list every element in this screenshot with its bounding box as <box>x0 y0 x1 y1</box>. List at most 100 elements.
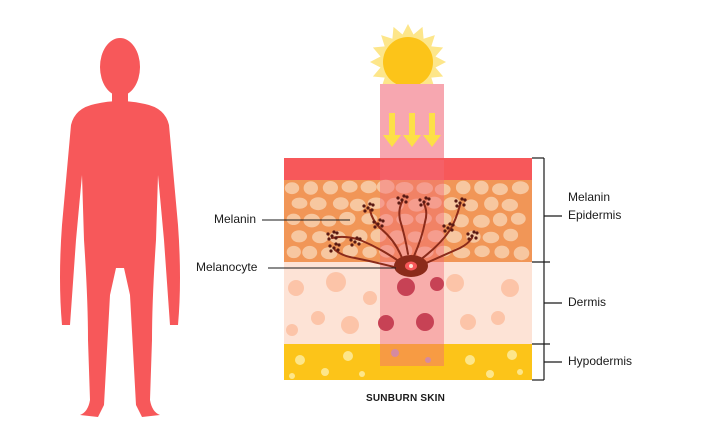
epidermis-cell <box>474 245 490 258</box>
epidermis-cell <box>379 214 394 226</box>
melanin-granule <box>335 231 339 235</box>
melanin-granule <box>460 197 464 201</box>
epidermis-cell <box>303 213 321 228</box>
melanin-granule <box>474 236 478 240</box>
epidermis-cell <box>455 180 471 195</box>
melanin-granule <box>373 225 377 229</box>
melanin-granule <box>328 244 332 248</box>
epidermis-cell <box>494 245 510 259</box>
epidermis-cell <box>360 180 377 194</box>
melanin-granule <box>334 236 338 240</box>
melanin-granule <box>326 232 330 236</box>
sunburn-layer <box>284 158 532 180</box>
epidermis-cell <box>370 229 387 243</box>
dermis-label: Dermis <box>568 295 606 309</box>
melanin-granule <box>366 206 370 210</box>
hypodermis-label: Hypodermis <box>568 354 633 368</box>
melanin-granule <box>466 232 470 236</box>
melanocyte-label: Melanocyte <box>196 260 258 274</box>
epidermis-cell <box>376 179 395 194</box>
epidermis-cell <box>416 182 434 195</box>
diagram-caption: SUNBURN SKIN <box>366 393 446 404</box>
epidermis-cell <box>312 231 329 244</box>
melanin-granule <box>380 224 384 228</box>
epidermis-cell <box>503 228 519 242</box>
uv-arrow-icon <box>383 113 441 147</box>
melanin-granule <box>353 240 357 244</box>
epidermis-cell <box>321 215 337 227</box>
epidermis-cell <box>291 197 308 209</box>
epidermis-cell <box>415 212 432 225</box>
epidermis-cell <box>291 230 307 243</box>
epidermis-cell <box>362 246 377 258</box>
melanin-granule <box>422 200 426 204</box>
melanin-granule <box>450 228 454 232</box>
melanin-granule <box>419 203 423 207</box>
epidermis-cell <box>309 197 327 211</box>
epidermis-cell <box>349 198 366 212</box>
melanin-granule <box>381 219 385 223</box>
melanin-label-left: Melanin <box>214 212 257 226</box>
epidermis-cell <box>443 197 461 211</box>
melanin-granule <box>336 248 340 252</box>
epidermis-cell <box>492 212 508 227</box>
melanin-granule <box>372 220 376 224</box>
epidermis-cell <box>332 197 349 210</box>
epidermis-cell <box>492 183 508 196</box>
melanin-granule <box>332 230 336 234</box>
melanin-label-right: Melanin <box>568 190 611 204</box>
epidermis-cell <box>286 245 301 259</box>
epidermis-cell <box>446 230 462 243</box>
melanin-granule <box>443 229 447 233</box>
epidermis-cell <box>464 199 479 212</box>
epidermis-cell <box>513 246 530 261</box>
melanin-granule <box>470 234 474 238</box>
epidermis-cell <box>395 182 414 194</box>
melanin-granule <box>358 237 362 241</box>
epidermis-cell <box>379 245 395 258</box>
melanin-granule <box>371 203 375 207</box>
epidermis-cell <box>510 212 526 225</box>
melanin-granule <box>448 222 452 226</box>
melanin-granule <box>332 246 336 250</box>
melanin-granule <box>349 238 353 242</box>
epidermis-cell <box>339 211 356 226</box>
epidermis-cell <box>434 183 451 196</box>
melanin-granule <box>451 223 455 227</box>
melanin-granule <box>337 243 341 247</box>
epidermis-cell <box>284 182 300 195</box>
melanin-granule <box>402 194 406 198</box>
epidermis-cell <box>302 245 318 260</box>
epidermis-cell <box>511 181 529 195</box>
melanin-granule <box>378 218 382 222</box>
melanin-granule <box>357 242 361 246</box>
melanin-granule <box>334 242 338 246</box>
melanin-granule <box>400 198 404 202</box>
sun-icon <box>370 24 446 100</box>
melanin-granule <box>472 230 476 234</box>
epidermis-cell <box>286 213 301 225</box>
epidermis-cell <box>322 181 338 195</box>
melanin-granule <box>327 237 331 241</box>
melanin-granule <box>442 224 446 228</box>
melanin-granule <box>467 237 471 241</box>
melanin-granule <box>455 204 459 208</box>
melanin-granules <box>326 194 479 253</box>
dermis-spots <box>286 272 519 336</box>
melanin-granule <box>458 201 462 205</box>
melanin-granule <box>446 226 450 230</box>
melanin-granule <box>397 201 401 205</box>
hypodermis-spots <box>289 350 523 379</box>
epidermis-cell <box>482 231 500 244</box>
melanin-granule <box>463 198 467 202</box>
melanin-granule <box>462 203 466 207</box>
epidermis-cell <box>501 198 518 212</box>
epidermis-cell <box>321 247 338 260</box>
epidermis-cell <box>474 180 489 195</box>
melanin-granule <box>475 231 479 235</box>
melanin-granule <box>363 209 367 213</box>
epidermis-cell <box>351 229 368 244</box>
melanin-granule <box>426 202 430 206</box>
melanin-granule <box>362 204 366 208</box>
epidermis-cell <box>427 230 445 243</box>
